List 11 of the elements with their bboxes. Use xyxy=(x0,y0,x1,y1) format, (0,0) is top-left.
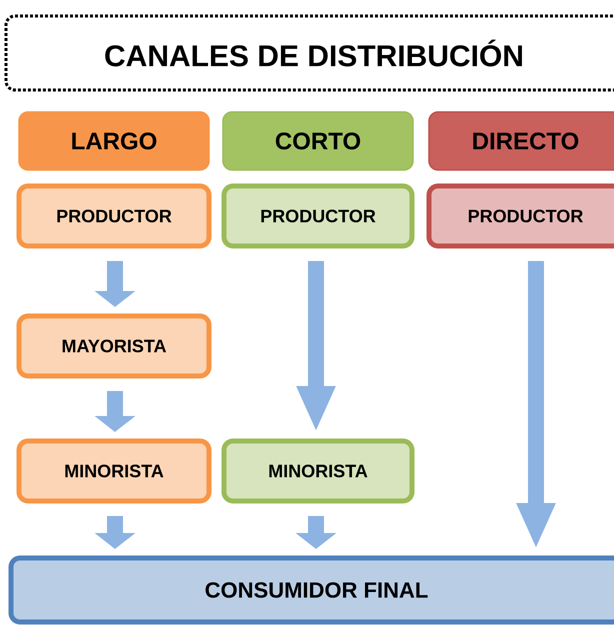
header-box: LARGO xyxy=(18,111,210,171)
step-box: PRODUCTOR xyxy=(16,184,212,248)
step-box: PRODUCTOR xyxy=(222,184,414,248)
consumer-box: CONSUMIDOR FINAL xyxy=(8,556,614,624)
step-box: PRODUCTOR xyxy=(426,184,614,248)
header-box: DIRECTO xyxy=(428,111,614,171)
step-box: MINORISTA xyxy=(16,438,212,504)
step-box: MINORISTA xyxy=(222,438,414,504)
step-box: MAYORISTA xyxy=(16,314,212,378)
title-box: CANALES DE DISTRIBUCIÓN xyxy=(4,14,614,92)
header-box: CORTO xyxy=(222,111,414,171)
